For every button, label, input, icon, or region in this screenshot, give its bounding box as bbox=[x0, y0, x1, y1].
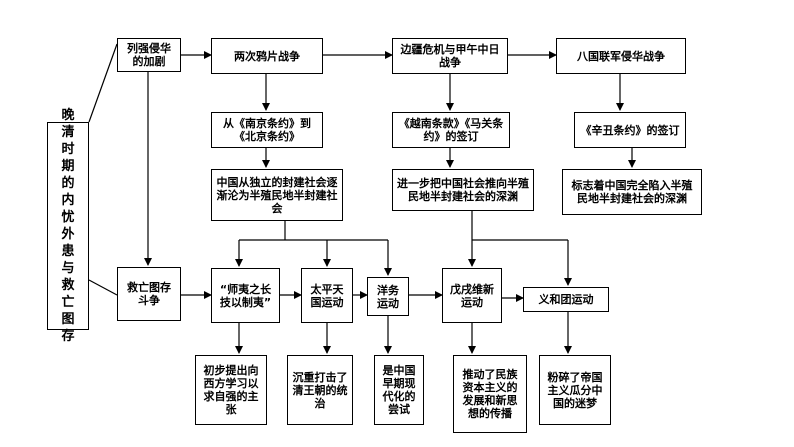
treaty-box-1: 从《南京条约》到《北京条约》 bbox=[211, 112, 323, 148]
movement-box-2: 太平天国运动 bbox=[301, 268, 353, 323]
significance-box-2: 沉重打击了清王朝的统治 bbox=[287, 355, 353, 425]
movement-box-4: 戊戌维新运动 bbox=[442, 268, 502, 323]
impact-box-2: 进一步把中国社会推向半殖民地半封建社会的深渊 bbox=[392, 169, 534, 211]
war-box-1: 两次鸦片战争 bbox=[211, 38, 323, 74]
movement-box-5: 义和团运动 bbox=[523, 287, 609, 312]
significance-box-3: 是中国早期现代化的尝试 bbox=[374, 355, 424, 425]
connector-title-invasion bbox=[88, 43, 118, 123]
struggle-box: 救亡图存斗争 bbox=[117, 267, 181, 321]
war-box-3: 八国联军侵华战争 bbox=[556, 38, 686, 74]
movement-box-1: “师夷之长技以制夷” bbox=[211, 268, 280, 323]
connector-title-struggle bbox=[88, 279, 118, 296]
title-box: 晚清时期的内忧外患与救亡图存 bbox=[47, 108, 89, 344]
movement-box-3: 洋务运动 bbox=[367, 277, 409, 316]
invasion-box: 列强侵华的加剧 bbox=[117, 38, 181, 72]
treaty-box-3: 《辛丑条约》的签订 bbox=[574, 112, 686, 148]
war-box-2: 边疆危机与甲午中日战争 bbox=[392, 38, 508, 74]
treaty-box-2: 《越南条款》《马关条约》的签订 bbox=[392, 112, 510, 148]
significance-box-4: 推动了民族资本主义的发展和新思想的传播 bbox=[453, 355, 527, 433]
significance-box-1: 初步提出向西方学习以求自强的主张 bbox=[195, 355, 267, 425]
significance-box-5: 粉碎了帝国主义瓜分中国的迷梦 bbox=[539, 355, 611, 425]
impact-box-3: 标志着中国完全陷入半殖民地半封建社会的深渊 bbox=[562, 169, 702, 215]
impact-box-1: 中国从独立的封建社会逐渐沦为半殖民地半封建社会 bbox=[211, 169, 343, 221]
